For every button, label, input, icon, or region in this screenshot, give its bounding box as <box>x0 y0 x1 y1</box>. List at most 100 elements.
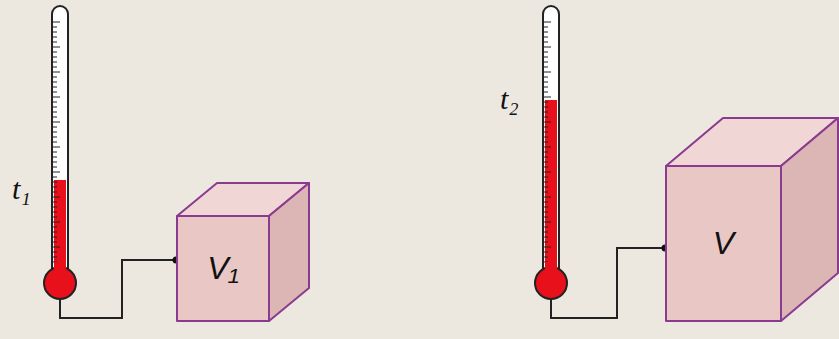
tick <box>544 217 548 218</box>
tick <box>544 57 548 58</box>
tick <box>544 147 551 148</box>
tick <box>53 22 60 23</box>
cube-outline <box>665 117 839 322</box>
tick <box>53 62 57 63</box>
scale-ticks <box>544 22 551 262</box>
tick <box>53 237 57 238</box>
tick <box>53 27 57 28</box>
tick <box>53 227 57 228</box>
tick <box>53 102 57 103</box>
tick <box>53 67 57 68</box>
mercury-column <box>545 100 557 275</box>
tick <box>544 52 548 53</box>
tick <box>544 257 548 258</box>
tick <box>544 197 551 198</box>
tick <box>53 162 57 163</box>
thermometer <box>535 6 567 299</box>
thermometer <box>44 6 76 299</box>
tick <box>544 82 548 83</box>
volume-label: V <box>713 225 734 262</box>
tick <box>53 222 60 223</box>
tick <box>544 207 548 208</box>
tick <box>53 57 57 58</box>
tick <box>53 257 57 258</box>
tick <box>544 212 548 213</box>
tick <box>544 232 548 233</box>
tick <box>53 107 57 108</box>
scale-ticks <box>53 22 60 262</box>
tick <box>544 137 548 138</box>
tick <box>53 77 57 78</box>
tick <box>544 172 551 173</box>
tick <box>53 192 57 193</box>
tick <box>544 107 548 108</box>
tick <box>544 222 551 223</box>
tick <box>544 227 548 228</box>
tick <box>53 202 57 203</box>
cube-front <box>177 216 269 321</box>
tick <box>53 172 60 173</box>
volume-label: V₁ <box>207 250 238 287</box>
tick <box>53 152 57 153</box>
tick <box>53 122 60 123</box>
temperature-label: t₁ <box>12 172 31 206</box>
tick <box>544 182 548 183</box>
tick <box>53 232 57 233</box>
tick <box>53 97 60 98</box>
temperature-label: t₂ <box>500 82 519 116</box>
tick <box>53 187 57 188</box>
tick <box>544 22 551 23</box>
tick <box>544 152 548 153</box>
box-face: V₁ <box>177 216 269 321</box>
tick <box>544 247 551 248</box>
tick <box>544 142 548 143</box>
tick <box>544 67 548 68</box>
tick <box>53 117 57 118</box>
tick <box>53 177 57 178</box>
mercury-column <box>54 180 66 275</box>
tick <box>544 192 548 193</box>
tick <box>544 77 548 78</box>
tick <box>53 252 57 253</box>
tick <box>53 217 57 218</box>
tick <box>544 87 548 88</box>
tick <box>53 147 60 148</box>
tick <box>544 102 548 103</box>
tick <box>53 242 57 243</box>
tick <box>53 32 57 33</box>
tick <box>544 42 548 43</box>
tick <box>544 252 548 253</box>
tick <box>53 132 57 133</box>
tick <box>544 37 548 38</box>
tick <box>544 62 548 63</box>
tick <box>53 37 57 38</box>
tick <box>544 167 548 168</box>
tick <box>53 87 57 88</box>
tick <box>544 162 548 163</box>
tick <box>53 52 57 53</box>
tick <box>544 117 548 118</box>
tick <box>53 212 57 213</box>
tick <box>544 92 548 93</box>
cube-outline <box>176 182 310 322</box>
tick <box>53 197 60 198</box>
tick <box>53 42 57 43</box>
tick <box>544 112 548 113</box>
tick <box>544 242 548 243</box>
tick <box>53 92 57 93</box>
tick <box>53 137 57 138</box>
box-face: V <box>666 166 781 321</box>
tick <box>544 132 548 133</box>
tick <box>544 97 551 98</box>
mercury-neck <box>54 262 66 274</box>
tick <box>53 112 57 113</box>
tick <box>544 177 548 178</box>
tick <box>544 202 548 203</box>
tick <box>544 187 548 188</box>
volume-box: V <box>665 117 839 322</box>
tick <box>53 247 60 248</box>
tick <box>53 207 57 208</box>
tick <box>544 122 551 123</box>
cube-side <box>269 183 309 321</box>
tick <box>544 237 548 238</box>
